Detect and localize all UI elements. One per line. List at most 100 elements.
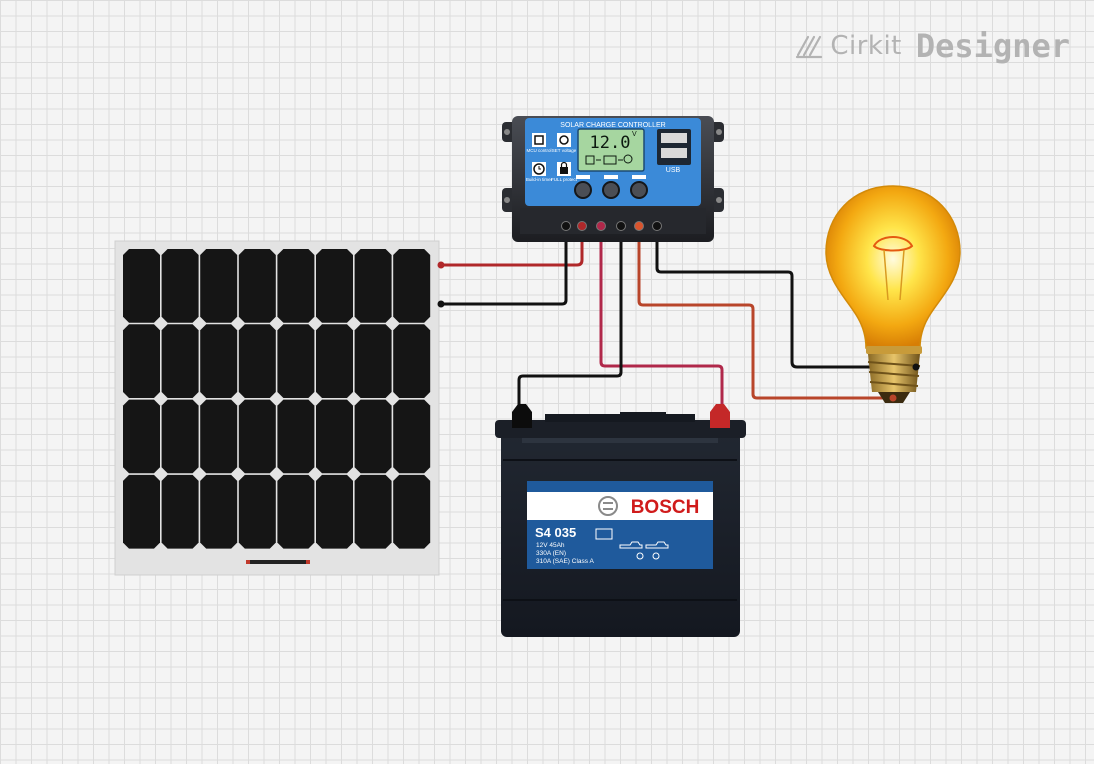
solar-cell [161, 249, 199, 323]
terminal-load-positive[interactable] [634, 221, 644, 231]
wire-load-negative[interactable] [655, 228, 916, 369]
solar-cell [354, 474, 392, 549]
controller-terminal-block [520, 208, 706, 234]
solar-charge-controller[interactable]: SOLAR CHARGE CONTROLLER MCU control SET … [502, 116, 724, 242]
terminal-solar-positive[interactable] [577, 221, 587, 231]
controller-up-button[interactable] [602, 181, 620, 199]
bulb-status-icon [623, 154, 633, 164]
terminal-battery-negative[interactable] [616, 221, 626, 231]
battery-spec-line-2: 330A (EN) [536, 550, 566, 557]
solar-status-icon [585, 155, 595, 165]
wire-battery-positive[interactable] [599, 228, 724, 412]
terminal-battery-positive[interactable] [596, 221, 606, 231]
solar-cell [277, 249, 315, 323]
svg-text:Build-in timer: Build-in timer [526, 177, 553, 182]
solar-cell [123, 249, 160, 323]
controller-title: SOLAR CHARGE CONTROLLER [560, 122, 665, 129]
solar-cell [123, 399, 160, 474]
controller-menu-button[interactable] [574, 181, 592, 199]
lcd-status-icons [585, 154, 633, 165]
bosch-logo-icon [598, 496, 618, 516]
solar-cell [354, 249, 392, 323]
solar-cell [238, 399, 276, 474]
chip-icon [534, 135, 544, 145]
bulb-filament [872, 236, 914, 252]
svg-text:SET voltage: SET voltage [552, 148, 577, 153]
solar-cell [354, 324, 392, 398]
battery-status-icon [603, 155, 617, 165]
bulb-glass [825, 185, 961, 349]
wire-solar-positive[interactable] [441, 228, 584, 267]
recycle-icon [636, 552, 644, 560]
svg-text:MCU control: MCU control [526, 148, 551, 153]
solar-cell [123, 324, 160, 398]
solar-cell [316, 399, 353, 474]
wire-load-positive[interactable] [637, 228, 893, 400]
clock-icon [533, 163, 545, 175]
solar-cell [354, 399, 392, 474]
solar-cell [200, 249, 238, 323]
solar-cell [277, 399, 315, 474]
watermark-product: Designer [915, 27, 1070, 65]
solar-cell [238, 324, 276, 398]
pencil-slash-icon [796, 35, 823, 59]
car-battery[interactable]: BOSCH S4 035 12V 45Ah 330A (EN) 310A (SA… [495, 404, 746, 637]
car-icon [645, 541, 669, 549]
solar-cell [316, 249, 353, 323]
solar-cell [316, 324, 353, 398]
solar-panel-junction-bar [246, 560, 310, 564]
controller-down-button[interactable] [630, 181, 648, 199]
controller-icon-timer: Build-in timer [526, 162, 553, 182]
solar-cell [393, 324, 431, 398]
battery-lid [495, 420, 746, 438]
hazard-icon [652, 552, 660, 560]
terminal-solar-negative[interactable] [561, 221, 571, 231]
lock-icon [560, 167, 568, 174]
solar-cell [316, 474, 353, 549]
solar-cell [393, 474, 431, 549]
battery-pictogram-icon [595, 528, 613, 540]
svg-text:FULL protect: FULL protect [551, 177, 578, 182]
battery-negative-post[interactable] [512, 404, 532, 428]
controller-terminals [561, 221, 662, 231]
cirkit-designer-watermark: Cirkit Designer [794, 26, 1070, 66]
solar-cell [161, 474, 199, 549]
lcd-voltage-readout: 12.0 [590, 133, 631, 153]
solar-cell [161, 324, 199, 398]
battery-brand: BOSCH [631, 497, 700, 518]
usb-label: USB [666, 167, 681, 174]
solar-cell [277, 474, 315, 549]
solar-cell [123, 474, 160, 549]
solar-cell [238, 474, 276, 549]
controller-icon-mcu: MCU control [526, 133, 552, 153]
battery-model: S4 035 [535, 525, 576, 540]
solar-cell [393, 399, 431, 474]
light-bulb[interactable] [825, 185, 961, 403]
solar-panel[interactable] [114, 240, 445, 576]
battery-positive-post[interactable] [710, 404, 730, 428]
controller-icon-protect: FULL protect [551, 161, 578, 182]
wire-battery-negative[interactable] [517, 228, 623, 410]
wires [441, 228, 916, 412]
gear-icon [559, 135, 569, 145]
usb-port-1[interactable] [661, 133, 687, 143]
solar-cell [200, 474, 238, 549]
battery-spec-line-1: 12V 45Ah [536, 542, 565, 549]
lcd-voltage-unit: V [632, 131, 637, 138]
controller-icon-set: SET voltage [552, 133, 577, 153]
solar-cell [238, 249, 276, 323]
bulb-positive-terminal[interactable] [889, 394, 897, 402]
usb-port-2[interactable] [661, 148, 687, 158]
battery-label-pictograms [595, 528, 669, 560]
solar-cell [200, 324, 238, 398]
bulb-negative-terminal[interactable] [912, 363, 920, 371]
battery-spec-line-3: 310A (SAE) Class A [536, 558, 594, 565]
solar-cell [393, 249, 431, 323]
solar-cell [277, 324, 315, 398]
terminal-load-negative[interactable] [652, 221, 662, 231]
solar-cell [161, 399, 199, 474]
wire-solar-negative[interactable] [441, 228, 568, 306]
solar-cells [123, 249, 431, 549]
car-icon [619, 541, 643, 549]
